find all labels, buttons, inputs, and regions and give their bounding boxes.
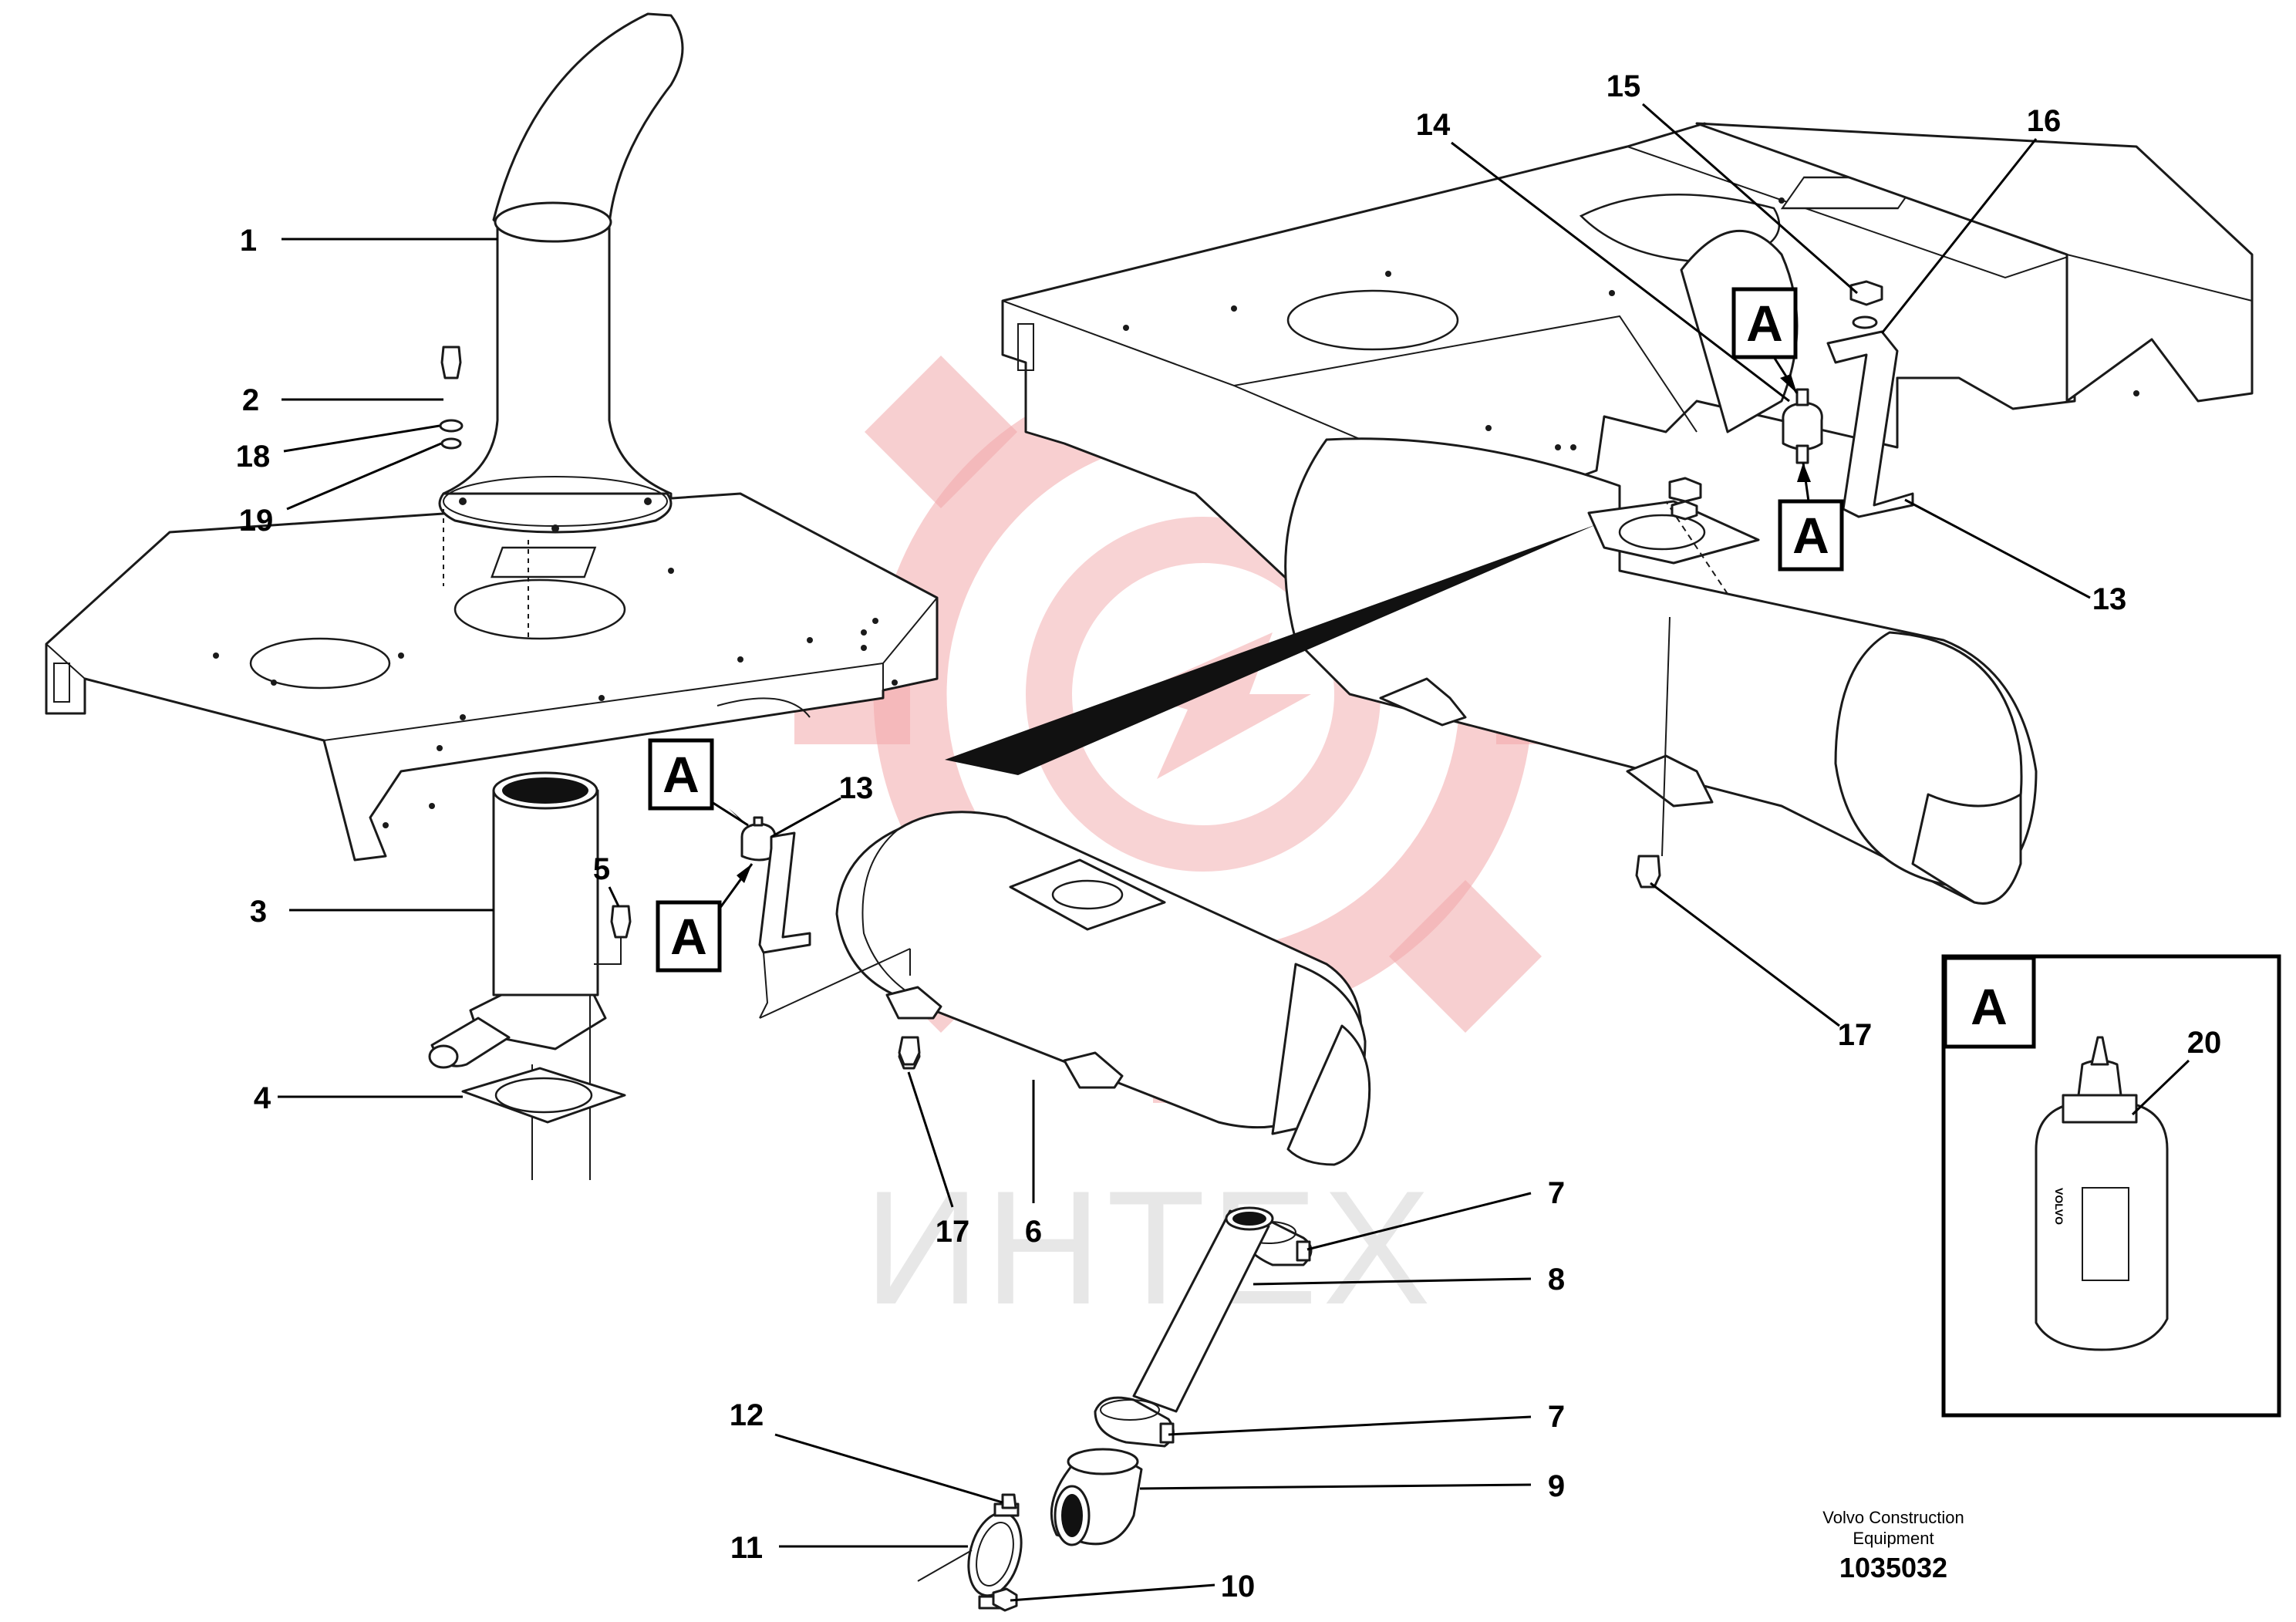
part-11-clamp-ring bbox=[917, 1502, 1023, 1610]
svg-text:A: A bbox=[1746, 295, 1783, 352]
part-20-adhesive-bottle: VOLVO bbox=[2035, 1036, 2169, 1351]
part-15-nut bbox=[1849, 280, 1883, 329]
svg-text:A: A bbox=[1971, 978, 2008, 1035]
callout-9: 9 bbox=[1548, 1469, 1565, 1503]
part-17-bolt-center bbox=[898, 1036, 921, 1066]
detail-marker-a-3: A bbox=[1731, 287, 1799, 394]
callout-7-upper: 7 bbox=[1548, 1176, 1565, 1210]
part-12-bolt bbox=[1001, 1493, 1017, 1509]
callout-17-right: 17 bbox=[1838, 1018, 1873, 1052]
callout-10: 10 bbox=[1221, 1570, 1256, 1603]
callout-18: 18 bbox=[236, 440, 271, 474]
detail-arrow-wedge bbox=[945, 524, 1596, 775]
callout-8: 8 bbox=[1548, 1263, 1565, 1297]
callout-3: 3 bbox=[250, 895, 267, 929]
part-13-bracket-center bbox=[740, 816, 811, 1019]
callout-15: 15 bbox=[1607, 69, 1641, 103]
footer-credit: Volvo Construction Equipment 1035032 bbox=[1822, 1508, 1964, 1583]
part-1-exhaust-stack bbox=[438, 12, 684, 640]
callout-4: 4 bbox=[254, 1081, 271, 1115]
svg-text:A: A bbox=[1792, 507, 1829, 564]
part-16-bracket bbox=[1826, 330, 1914, 518]
detail-marker-a-2: A bbox=[656, 863, 754, 973]
part-14-rubber-mount bbox=[1782, 388, 1823, 464]
callout-5: 5 bbox=[593, 852, 610, 886]
company-name-line1: Volvo Construction bbox=[1822, 1508, 1964, 1527]
callout-1: 1 bbox=[240, 224, 257, 258]
callout-13-right: 13 bbox=[2092, 582, 2127, 616]
company-name-line2: Equipment bbox=[1853, 1529, 1934, 1548]
detail-a-inset: A VOLVO bbox=[1941, 954, 2281, 1418]
part-2-bolt bbox=[439, 346, 464, 450]
watermark-text: ИНТЕХ bbox=[864, 1157, 1435, 1338]
left-frame-platform bbox=[45, 492, 939, 862]
part-5-bolt bbox=[594, 905, 632, 965]
svg-text:A: A bbox=[670, 908, 707, 965]
callout-11: 11 bbox=[730, 1531, 763, 1565]
background-muffler bbox=[1284, 437, 2038, 905]
part-10-nut bbox=[992, 1587, 1018, 1612]
figure-number: 1035032 bbox=[1839, 1552, 1947, 1583]
detail-marker-a-4: A bbox=[1778, 462, 1844, 572]
bottle-label: VOLVO bbox=[2053, 1188, 2065, 1225]
part-6-muffler bbox=[759, 811, 1371, 1166]
callout-13-left: 13 bbox=[839, 771, 874, 805]
right-frame-assembly bbox=[1001, 122, 2254, 603]
part-4-gasket bbox=[461, 1067, 626, 1124]
callout-17-left: 17 bbox=[936, 1215, 970, 1249]
callout-7-lower: 7 bbox=[1548, 1400, 1565, 1434]
callout-16: 16 bbox=[2027, 104, 2062, 138]
svg-text:A: A bbox=[663, 746, 700, 803]
part-8-pipe bbox=[1132, 1206, 1274, 1413]
upper-mount-nuts bbox=[1668, 477, 1702, 521]
callout-6: 6 bbox=[1025, 1215, 1042, 1249]
part-9-elbow bbox=[1050, 1448, 1143, 1546]
callout-labels: 1 2 18 19 3 5 4 13 17 6 7 8 7 9 12 11 10… bbox=[236, 69, 2222, 1603]
callout-2: 2 bbox=[242, 383, 259, 417]
callout-19: 19 bbox=[239, 504, 274, 538]
detail-marker-a-1: A bbox=[648, 738, 749, 827]
callout-20: 20 bbox=[2187, 1026, 2222, 1060]
part-3-vertical-pipe bbox=[428, 771, 607, 1180]
leader-lines bbox=[278, 103, 2190, 1602]
callout-12: 12 bbox=[730, 1398, 764, 1432]
callout-14: 14 bbox=[1416, 108, 1451, 142]
